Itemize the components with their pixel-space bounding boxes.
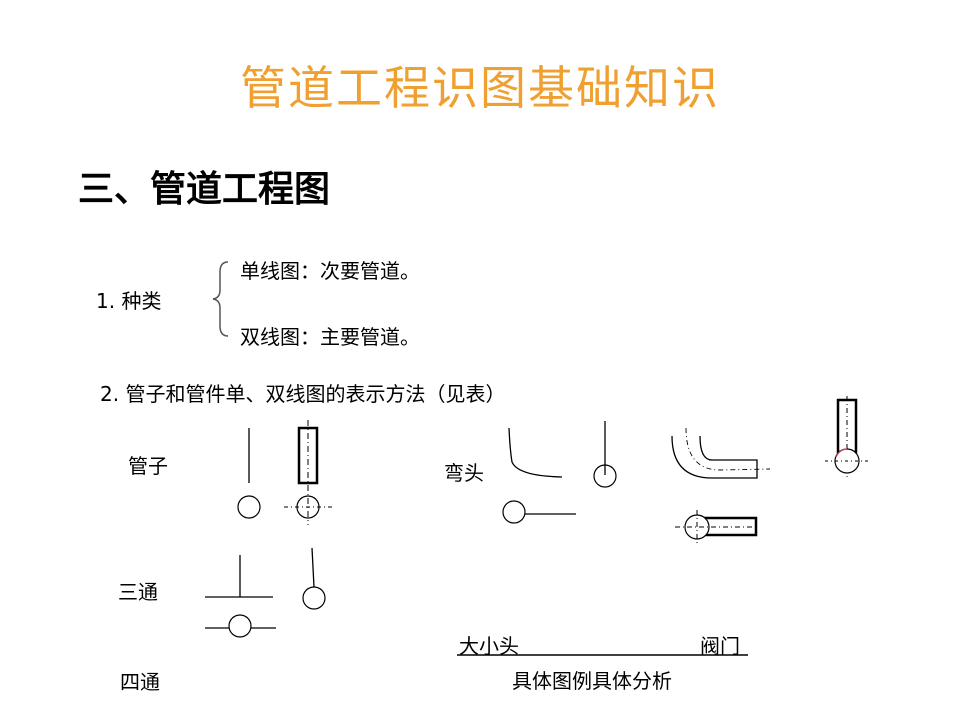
type-single-line: 单线图：次要管道。 bbox=[240, 259, 420, 283]
slide-title: 管道工程识图基础知识 bbox=[240, 61, 720, 115]
brace-icon bbox=[212, 261, 229, 337]
tee-single-line-symbol bbox=[205, 547, 326, 638]
section-heading: 三、管道工程图 bbox=[78, 168, 331, 210]
types-label: 1. 种类 bbox=[96, 289, 162, 313]
label-pipe: 管子 bbox=[128, 454, 168, 478]
footer-note: 具体图例具体分析 bbox=[512, 669, 672, 693]
elbow-side-view-symbol bbox=[675, 510, 758, 545]
label-elbow: 弯头 bbox=[444, 461, 484, 485]
label-cross: 四通 bbox=[120, 670, 160, 694]
pipe-single-line-symbol bbox=[237, 428, 261, 519]
pipe-double-line-symbol bbox=[284, 420, 332, 525]
label-reducer: 大小头 bbox=[459, 634, 519, 658]
elbow-end-view-symbol bbox=[825, 396, 870, 478]
representation-label: 2. 管子和管件单、双线图的表示方法（见表） bbox=[100, 382, 506, 406]
type-double-line: 双线图：主要管道。 bbox=[240, 325, 420, 349]
elbow-single-line-symbol bbox=[502, 421, 617, 524]
label-valve: 阀门 bbox=[700, 634, 740, 658]
elbow-double-line-symbol bbox=[671, 427, 771, 479]
label-tee: 三通 bbox=[118, 580, 158, 604]
